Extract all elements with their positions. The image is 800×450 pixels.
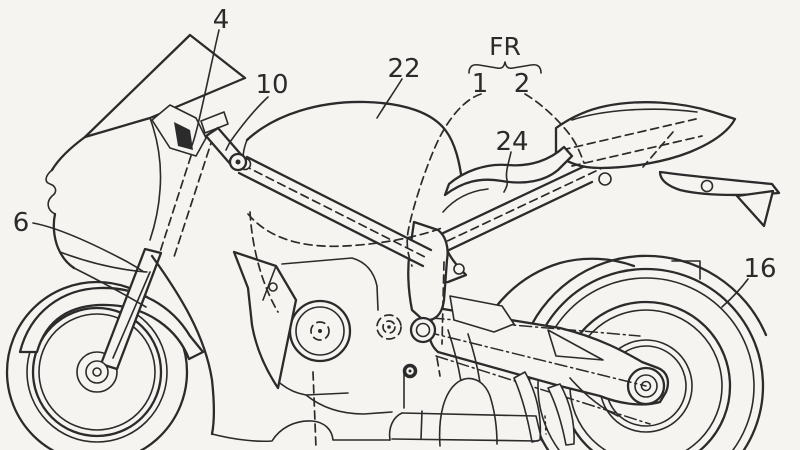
seat [442,145,574,213]
fr-brace [468,61,542,74]
handlebar [200,111,248,172]
swingarm [428,306,670,406]
rear-fender [522,254,768,344]
windscreen [83,33,247,139]
ref-label-fr: FR [489,32,521,61]
main-frame-spar [237,155,433,268]
ref-label-10: 10 [255,70,288,100]
leader-16 [721,278,749,308]
leader-24 [503,151,512,193]
ref-label-6: 6 [13,208,30,238]
fuel-tank [242,100,464,184]
ref-label-22: 22 [387,54,420,84]
meter-bracket [151,104,207,157]
tail-cowl [554,101,737,186]
engine [257,257,393,415]
leader-4 [190,29,220,149]
rear-mudguard-hanger [658,170,781,228]
front-fender [18,286,205,361]
leader-6 [32,222,145,273]
ref-label-2: 2 [514,69,531,99]
hidden-frame-lines [247,93,585,449]
leader-lines [32,29,749,308]
ref-label-4: 4 [213,5,230,35]
ref-label-24: 24 [495,127,528,157]
reference-numerals: 4 10 22 FR 1 2 24 6 16 [13,5,777,284]
leader-10 [225,96,269,151]
nose-fairing [45,117,391,443]
ref-label-16: 16 [743,254,776,284]
lower-frame-lines [388,329,543,447]
chain-lines [426,317,651,425]
front-fork [85,130,214,384]
ref-label-1: 1 [472,69,489,99]
chain-guard-fins [513,371,575,446]
side-panel [232,250,298,390]
leader-22 [376,78,403,119]
